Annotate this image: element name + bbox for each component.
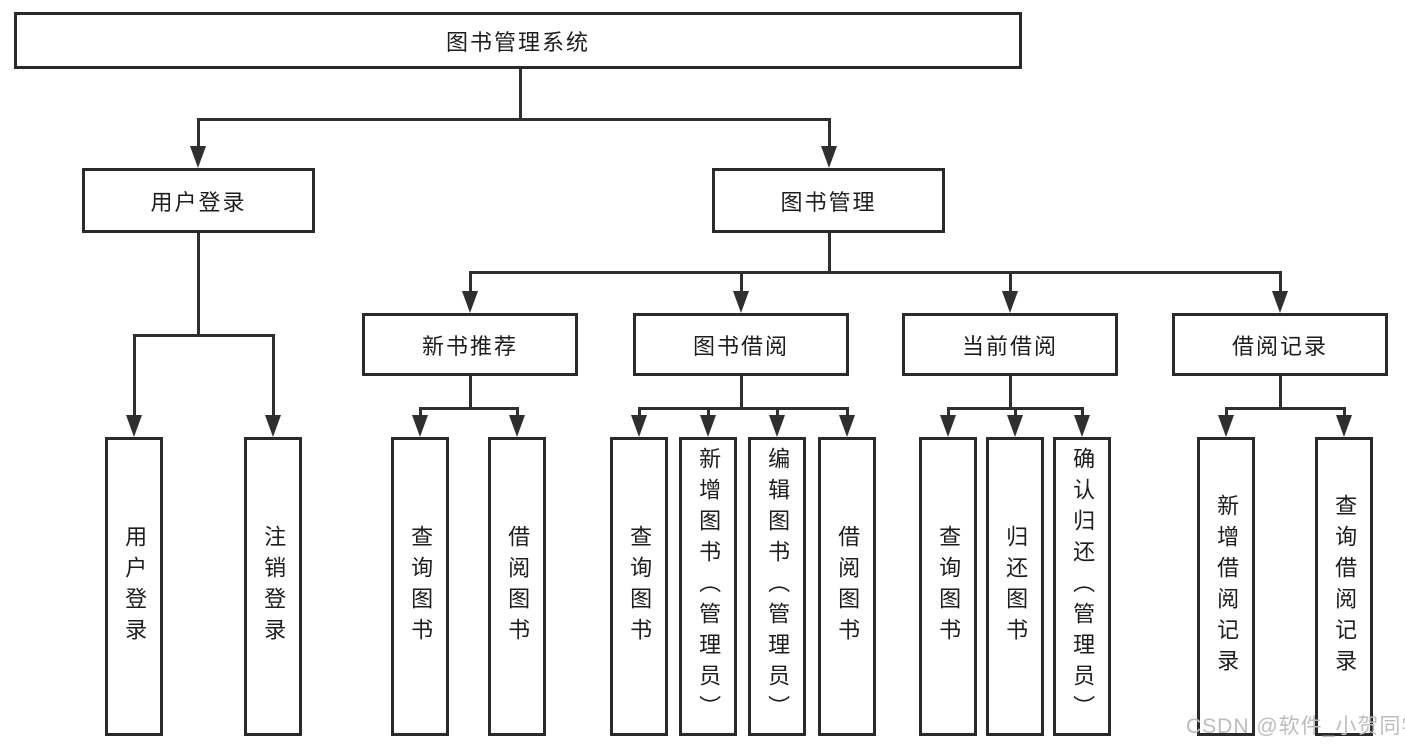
connector-current-borrow-stem: [1009, 271, 1012, 293]
leaf-bb-query-books-label: 查询图书: [627, 524, 653, 649]
leaf-cb-query-books: 查询图书: [919, 437, 977, 736]
node-user-login-label: 用户登录: [150, 189, 247, 215]
connector-bb-borrow-stem: [846, 407, 849, 417]
arrowhead-br-query: [1336, 415, 1352, 437]
leaf-nb-query-books: 查询图书: [391, 437, 449, 736]
node-book-borrow-label: 图书借阅: [692, 333, 789, 359]
connector-bb-add-stem: [707, 407, 710, 417]
connector-nb-borrow-stem: [516, 407, 519, 417]
connector-cb-return-stem: [1014, 407, 1017, 417]
connector-user-login-arrow-stem: [197, 118, 200, 146]
node-book-borrow: 图书借阅: [633, 313, 849, 376]
leaf-user-login: 用户登录: [105, 437, 163, 736]
node-root: 图书管理系统: [14, 12, 1022, 69]
connector-user-login-branch: [133, 334, 275, 337]
connector-bb-edit-stem: [776, 407, 779, 417]
arrowhead-nb-borrow: [509, 415, 525, 437]
arrowhead-new-books: [462, 291, 478, 313]
leaf-cb-query-books-label: 查询图书: [936, 524, 962, 649]
leaf-user-login-label: 用户登录: [122, 524, 148, 649]
connector-level2-branch: [197, 118, 831, 121]
leaf-bb-add-books: 新增图书（管理员）: [679, 437, 737, 736]
leaf-cb-return-books-label: 归还图书: [1003, 524, 1029, 649]
connector-borrow-records-stem: [1279, 271, 1282, 293]
node-current-borrow: 当前借阅: [902, 313, 1118, 376]
arrowhead-bb-query: [631, 415, 647, 437]
connector-leaf-logout-stem: [272, 334, 275, 415]
leaf-br-query-record: 查询借阅记录: [1315, 437, 1373, 736]
connector-bb-query-stem: [638, 407, 641, 417]
leaf-br-query-record-label: 查询借阅记录: [1332, 493, 1358, 680]
node-current-borrow-label: 当前借阅: [961, 333, 1058, 359]
arrowhead-leaf-logout: [265, 415, 281, 437]
arrowhead-book-borrow: [733, 291, 749, 313]
leaf-bb-borrow-books: 借阅图书: [818, 437, 876, 736]
leaf-logout-label: 注销登录: [261, 524, 287, 649]
node-new-books-label: 新书推荐: [421, 333, 518, 359]
leaf-nb-borrow-books-label: 借阅图书: [505, 524, 531, 649]
arrowhead-nb-query: [412, 415, 428, 437]
connector-borrow-records-stub: [1279, 376, 1282, 410]
arrowhead-cb-query: [940, 415, 956, 437]
leaf-br-add-record: 新增借阅记录: [1197, 437, 1255, 736]
node-user-login: 用户登录: [82, 168, 315, 233]
connector-book-borrow-stub: [740, 376, 743, 410]
arrowhead-current-borrow: [1002, 291, 1018, 313]
leaf-bb-edit-books: 编辑图书（管理员）: [748, 437, 806, 736]
leaf-bb-add-books-label: 新增图书（管理员）: [696, 447, 722, 726]
arrowhead-bb-edit: [769, 415, 785, 437]
node-book-mgmt: 图书管理: [712, 168, 945, 233]
leaf-bb-borrow-books-label: 借阅图书: [835, 524, 861, 649]
arrowhead-br-add: [1218, 415, 1234, 437]
node-borrow-records-label: 借阅记录: [1231, 333, 1328, 359]
connector-new-books-stem: [469, 271, 472, 293]
arrowhead-book-mgmt: [821, 146, 837, 168]
arrowhead-bb-borrow: [839, 415, 855, 437]
csdn-watermark: CSDN @软件_小贺同学: [1186, 715, 1405, 738]
connector-book-borrow-stem: [740, 271, 743, 293]
arrowhead-user-login: [190, 146, 206, 168]
leaf-nb-borrow-books: 借阅图书: [488, 437, 546, 736]
connector-book-mgmt-stub: [828, 233, 831, 274]
arrowhead-cb-return: [1007, 415, 1023, 437]
leaf-logout: 注销登录: [244, 437, 302, 736]
node-book-mgmt-label: 图书管理: [780, 189, 877, 215]
leaf-cb-confirm-return: 确认归还（管理员）: [1053, 437, 1111, 736]
connector-current-borrow-stub: [1009, 376, 1012, 410]
connector-cb-query-stem: [947, 407, 950, 417]
leaf-br-add-record-label: 新增借阅记录: [1214, 493, 1240, 680]
arrowhead-bb-add: [700, 415, 716, 437]
arrowhead-borrow-records: [1272, 291, 1288, 313]
connector-br-add-stem: [1225, 407, 1228, 417]
node-borrow-records: 借阅记录: [1172, 313, 1388, 376]
connector-new-books-branch: [419, 407, 519, 410]
leaf-cb-return-books: 归还图书: [986, 437, 1044, 736]
connector-root-stub: [519, 69, 522, 121]
node-new-books: 新书推荐: [362, 313, 578, 376]
arrowhead-leaf-login: [126, 415, 142, 437]
node-root-label: 图书管理系统: [445, 29, 590, 55]
connector-book-mgmt-arrow-stem: [828, 118, 831, 146]
leaf-bb-query-books: 查询图书: [610, 437, 668, 736]
connector-level3-branch: [469, 271, 1282, 274]
connector-user-login-stub: [197, 233, 200, 337]
leaf-bb-edit-books-label: 编辑图书（管理员）: [765, 447, 791, 726]
connector-book-borrow-branch: [638, 407, 848, 410]
leaf-cb-confirm-return-label: 确认归还（管理员）: [1070, 447, 1096, 726]
connector-leaf-login-stem: [133, 334, 136, 415]
connector-borrow-records-branch: [1225, 407, 1345, 410]
connector-cb-confirm-stem: [1081, 407, 1084, 417]
connector-br-query-stem: [1343, 407, 1346, 417]
connector-new-books-stub: [469, 376, 472, 410]
leaf-nb-query-books-label: 查询图书: [408, 524, 434, 649]
connector-nb-query-stem: [419, 407, 422, 417]
arrowhead-cb-confirm: [1074, 415, 1090, 437]
